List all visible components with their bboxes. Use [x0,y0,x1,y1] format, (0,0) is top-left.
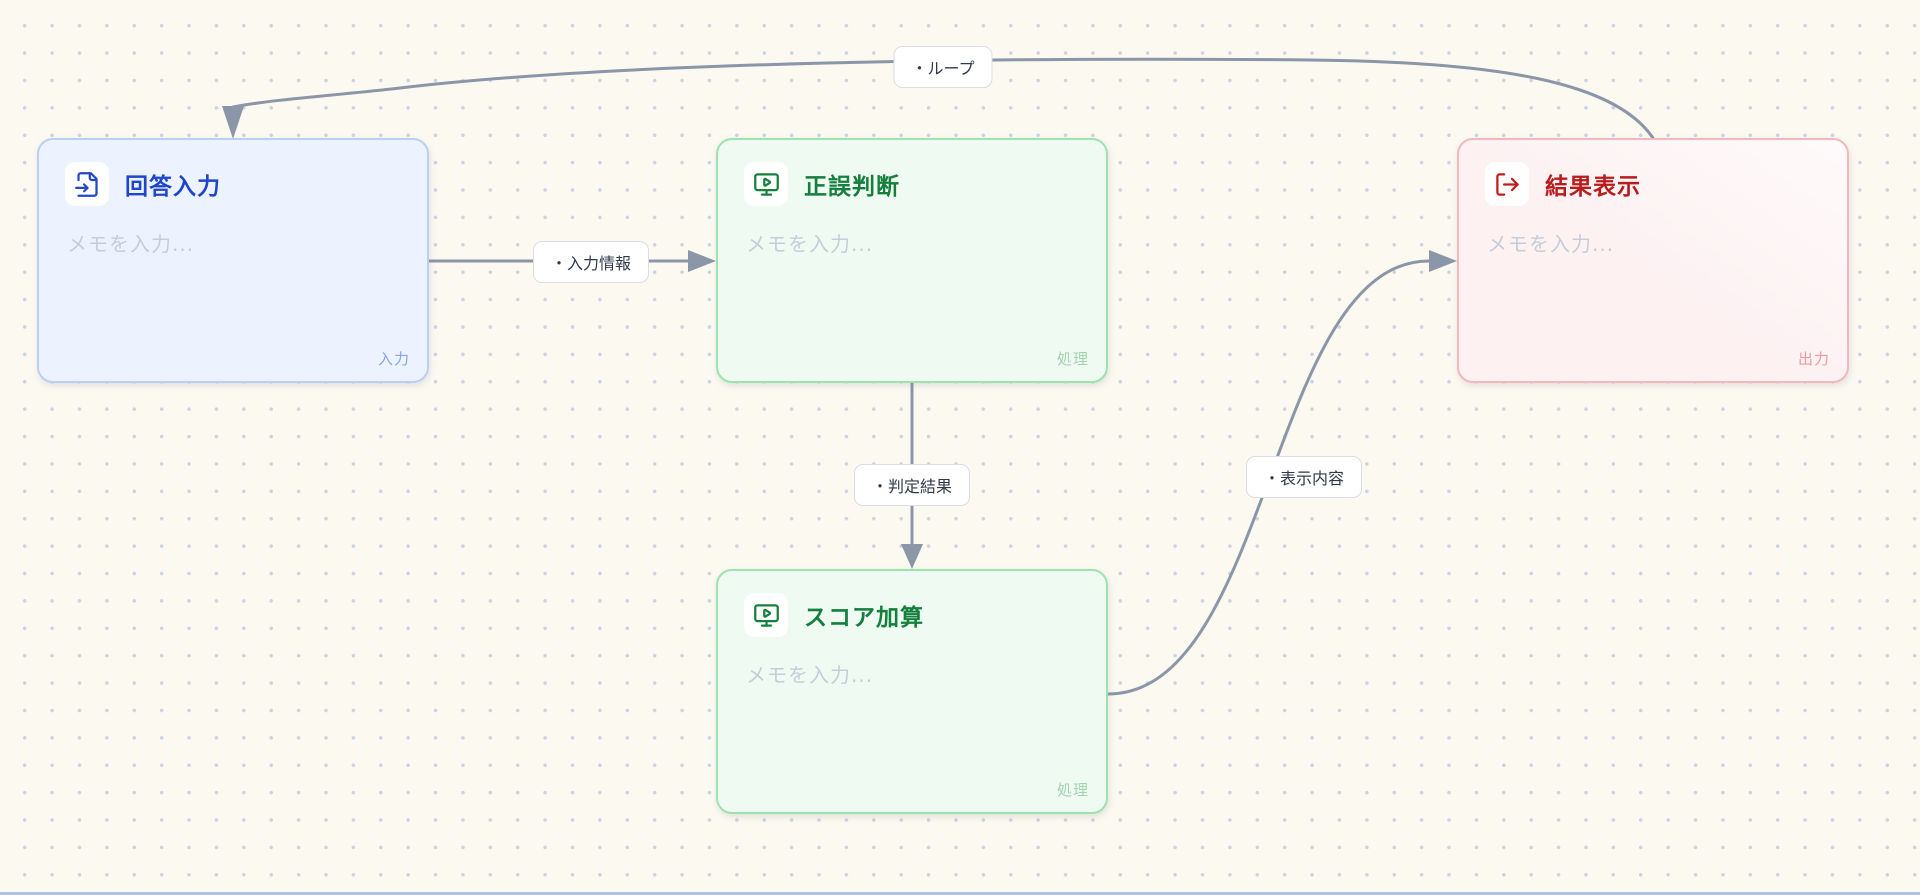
log-out-icon [1485,162,1529,206]
node-type-badge: 出力 [1797,350,1830,368]
edge-label-loop[interactable]: ・ループ [893,46,993,88]
node-title: 結果表示 [1545,174,1641,200]
node-result-display[interactable]: 結果表示 出力 [1457,138,1849,383]
file-input-icon [65,162,109,206]
node-type-badge: 処理 [1056,350,1089,368]
monitor-play-icon [744,162,788,206]
node-title: スコア加算 [804,605,924,631]
node-type-badge: 処理 [1056,781,1089,799]
canvas-bottom-edge [0,892,1920,895]
node-header: 結果表示 [1459,140,1847,206]
edge-label-input-info[interactable]: ・入力情報 [532,241,650,283]
node-header: スコア加算 [718,571,1106,637]
memo-input[interactable] [744,231,1078,257]
memo-input[interactable] [1485,231,1819,257]
node-header: 回答入力 [39,140,427,206]
memo-input[interactable] [65,231,399,257]
edge-label-judge-result[interactable]: ・判定結果 [853,464,971,506]
monitor-play-icon [744,593,788,637]
node-answer-input[interactable]: 回答入力 入力 [37,138,429,383]
node-title: 回答入力 [125,174,221,200]
node-type-badge: 入力 [377,350,410,368]
memo-input[interactable] [744,662,1078,688]
node-title: 正誤判断 [804,174,900,200]
edge-label-display-content[interactable]: ・表示内容 [1245,456,1363,498]
node-header: 正誤判断 [718,140,1106,206]
node-score-add[interactable]: スコア加算 処理 [716,569,1108,814]
node-correctness-check[interactable]: 正誤判断 処理 [716,138,1108,383]
